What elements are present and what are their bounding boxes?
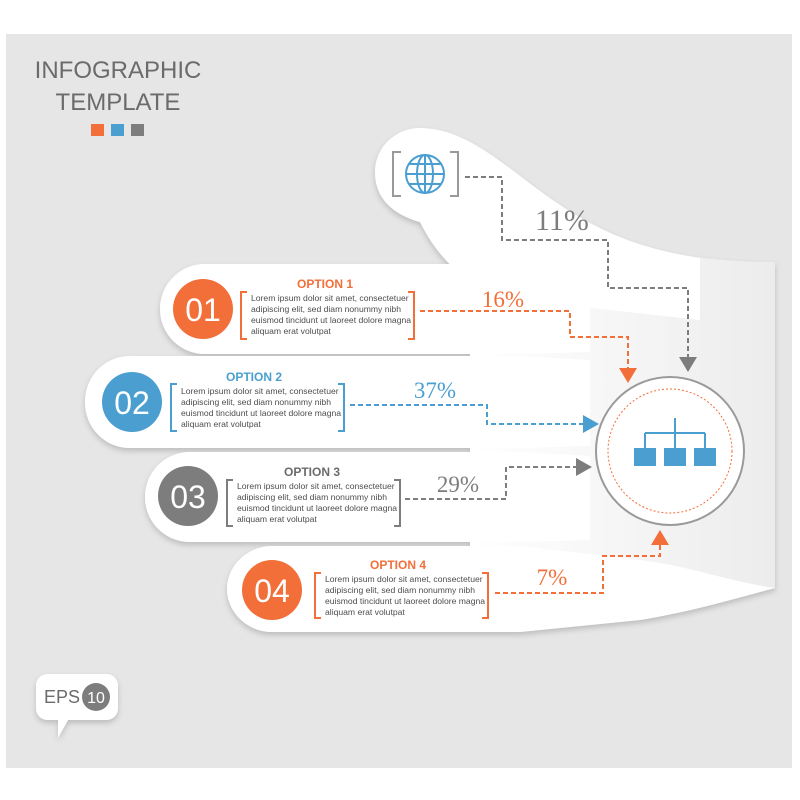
option-2-number: 02 (114, 385, 150, 421)
connector-2 (350, 404, 583, 425)
option-2-bracket-left (170, 383, 177, 432)
connector-3 (405, 466, 576, 500)
option-2-title: OPTION 2 (226, 370, 282, 384)
option-2-text-line-3: euismod tincidunt ut laoreet dolore magn… (181, 408, 341, 418)
option-3-text-line-1: Lorem ipsum dolor sit amet, consectetuer (237, 481, 395, 491)
option-3-number-circle (158, 466, 218, 526)
arrowheads (576, 357, 697, 545)
option-4-number: 04 (254, 573, 290, 609)
option-4-text-line-4: aliquam erat volutpat (325, 607, 405, 617)
hub (595, 376, 745, 526)
option-3-bracket-right (394, 479, 401, 527)
option-4-bracket-right (482, 572, 489, 619)
finger-1 (160, 264, 590, 354)
globe-icon (405, 154, 445, 194)
option-2-text-line-1: Lorem ipsum dolor sit amet, consectetuer (181, 386, 339, 396)
option-3-bracket-left (226, 479, 233, 527)
top-percent: 11% (535, 204, 589, 237)
option-3-number: 03 (170, 479, 206, 515)
option-2-text-line-4: aliquam erat volutpat (181, 419, 261, 429)
option-1: 01 OPTION 1 Lorem ipsum dolor sit amet, … (173, 277, 524, 340)
connector-top (465, 176, 689, 357)
bracket-right (450, 151, 459, 197)
title-line-2: TEMPLATE (56, 89, 181, 116)
option-3-title: OPTION 3 (284, 465, 340, 479)
option-3-text-line-2: adipiscing elit, sed diam nonummy nibh (237, 492, 387, 502)
thumb (375, 128, 700, 320)
option-4-number-circle (242, 560, 302, 620)
arrow-1 (619, 368, 637, 383)
option-3: 03 OPTION 3 Lorem ipsum dolor sit amet, … (158, 465, 479, 527)
swatch-blue (111, 124, 124, 136)
option-1-bracket-right (408, 291, 415, 340)
option-3-text-line-3: euismod tincidunt ut laoreet dolore magn… (237, 503, 397, 513)
option-1-text-line-4: aliquam erat volutpat (251, 326, 331, 336)
finger-3 (145, 452, 590, 542)
finger-2 (85, 356, 590, 448)
option-1-text-line-1: Lorem ipsum dolor sit amet, consectetuer (251, 293, 409, 303)
arrow-top (679, 357, 697, 372)
option-2-bracket-right (338, 383, 345, 432)
connector-1 (420, 310, 629, 370)
option-4: 04 OPTION 4 Lorem ipsum dolor sit amet, … (242, 558, 567, 620)
arrow-3 (576, 458, 592, 476)
eps-badge-number: 10 (87, 690, 105, 707)
option-1-percent: 16% (482, 287, 524, 312)
hub-inner-ring (607, 388, 733, 514)
title-line-1: INFOGRAPHIC (35, 57, 202, 84)
option-1-text-line-2: adipiscing elit, sed diam nonummy nibh (251, 304, 401, 314)
bracket-left (392, 151, 401, 197)
eps-badge-number-circle (82, 683, 110, 711)
option-4-title: OPTION 4 (370, 558, 426, 572)
option-3-percent: 29% (437, 472, 479, 497)
connector-4 (495, 545, 661, 594)
eps-badge-text: EPS (44, 687, 80, 707)
option-1-text-line-3: euismod tincidunt ut laoreet dolore magn… (251, 315, 411, 325)
arrow-2 (583, 415, 599, 433)
option-1-title: OPTION 1 (297, 277, 353, 291)
connectors (350, 176, 689, 594)
option-4-text-line-1: Lorem ipsum dolor sit amet, consectetuer (325, 574, 483, 584)
swatch-gray (131, 124, 144, 136)
option-2-percent: 37% (414, 378, 456, 403)
hierarchy-icon (634, 418, 716, 466)
option-1-number-circle (173, 279, 233, 339)
option-2: 02 OPTION 2 Lorem ipsum dolor sit amet, … (102, 370, 456, 432)
option-1-bracket-left (240, 291, 247, 340)
finger-4 (227, 546, 775, 632)
option-4-bracket-left (314, 572, 321, 619)
arrow-4 (651, 530, 669, 545)
option-1-number: 01 (185, 292, 221, 328)
option-4-text-line-2: adipiscing elit, sed diam nonummy nibh (325, 585, 475, 595)
option-2-number-circle (102, 372, 162, 432)
option-4-text-line-3: euismod tincidunt ut laoreet dolore magn… (325, 596, 485, 606)
swatch-orange (91, 124, 104, 136)
option-2-text-line-2: adipiscing elit, sed diam nonummy nibh (181, 397, 331, 407)
top-item: 11% (392, 151, 589, 237)
option-4-percent: 7% (537, 565, 568, 590)
option-3-text-line-4: aliquam erat volutpat (237, 514, 317, 524)
